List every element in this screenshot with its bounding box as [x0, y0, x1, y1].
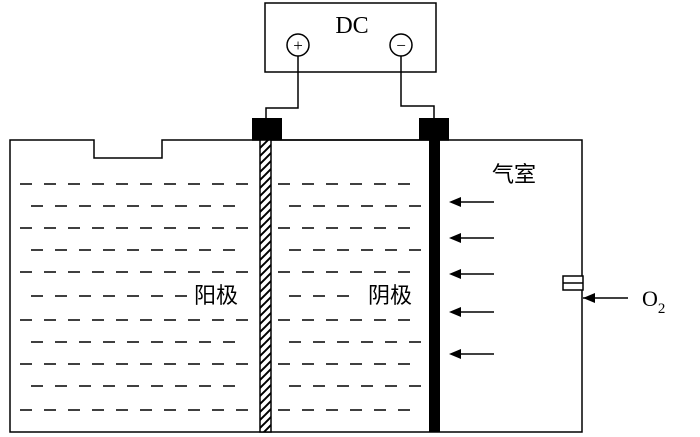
svg-text:−: −: [396, 36, 406, 55]
gas-arrow-icon: [449, 307, 494, 317]
gas-arrow-icon: [449, 197, 494, 207]
wires: [265, 56, 435, 120]
cathode-electrode: [429, 140, 440, 432]
gas-arrow-icon: [449, 349, 494, 359]
gas-chamber-label: 气室: [492, 163, 536, 188]
cathode-label: 阴极: [368, 284, 412, 309]
oxygen-arrow-head: [583, 293, 595, 303]
anode-electrode: [259, 139, 272, 433]
oxygen-subscript: 2: [658, 301, 666, 317]
gas-flow-arrows: [449, 197, 494, 359]
electrolyte-tank: [9, 139, 583, 433]
cathode-cap: [419, 118, 449, 140]
dc-power-supply: DC + −: [264, 2, 437, 73]
gas-arrow-icon: [449, 233, 494, 243]
oxygen-label: O2: [642, 286, 665, 317]
oxygen-base: O: [642, 286, 658, 311]
positive-terminal-icon: +: [286, 33, 310, 57]
svg-text:+: +: [293, 36, 303, 55]
dc-label: DC: [335, 13, 368, 39]
anode-label: 阳极: [194, 284, 238, 309]
positive-wire: [265, 56, 299, 120]
electrolyte-liquid: [20, 183, 421, 411]
negative-wire: [400, 56, 435, 120]
negative-terminal-icon: −: [389, 33, 413, 57]
anode-cap: [252, 118, 282, 140]
gas-arrow-icon: [449, 269, 494, 279]
oxygen-inlet: O2: [562, 275, 665, 317]
